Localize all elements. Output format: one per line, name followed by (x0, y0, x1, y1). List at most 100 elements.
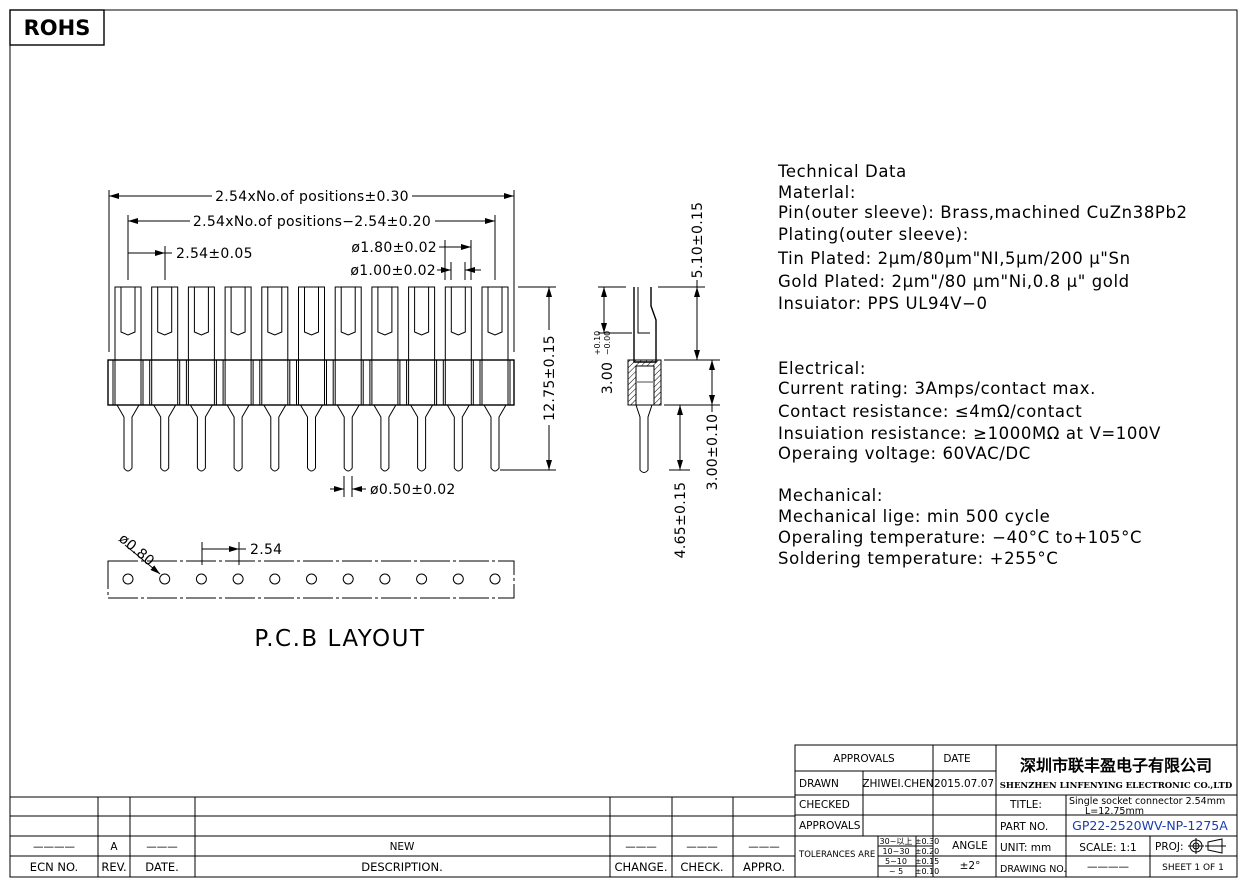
company-name-cn: 深圳市联丰盈电子有限公司 (1020, 756, 1212, 775)
title-line1: Single socket connector 2.54mm (1069, 796, 1225, 807)
pcb-hole (489, 573, 501, 585)
projection-label: PROJ: (1155, 841, 1184, 853)
rohs-label: ROHS (24, 16, 91, 40)
pin (479, 286, 511, 472)
rohs-badge: ROHS (9, 9, 105, 46)
dim-pin-diameter: ø0.50±0.02 (370, 482, 456, 498)
pcb-hole (452, 573, 464, 585)
date-header: DATE (943, 753, 970, 765)
pcb-hole (159, 573, 171, 585)
drawing-frame (9, 9, 1238, 878)
pcb-hole (379, 573, 391, 585)
revision-header: DATE. (145, 860, 179, 874)
tolerance-value: ±0.15 (915, 857, 940, 866)
pcb-hole (122, 573, 134, 585)
pin (112, 286, 144, 472)
revision-cell: ——— (748, 841, 780, 853)
tolerance-value: ±0.10 (915, 867, 940, 876)
approvals-label: APPROVALS (799, 820, 861, 832)
pcb-hole (416, 573, 428, 585)
tolerance-range: 5~10 (885, 857, 907, 866)
tech-line: Gold Plated: 2µm"/80 µm"Ni,0.8 µ" gold (778, 272, 1130, 291)
dim-hole-diameter: ø0.80 (115, 531, 157, 570)
tech-line: Operaing voltage: 60VAC/DC (778, 444, 1031, 463)
title-line2: L=12.75mm (1085, 806, 1144, 817)
revision-header: REV. (101, 860, 126, 874)
pin (332, 286, 364, 472)
drawing-no: ———— (1087, 861, 1129, 873)
company-name-en: SHENZHEN LINFENYING ELECTRONIC CO.,LTD (1000, 781, 1233, 791)
revision-header: DESCRIPTION. (361, 860, 443, 874)
pcb-hole (232, 573, 244, 585)
tech-line: Mechanical lige: min 500 cycle (778, 507, 1050, 526)
tech-line: Insuiator: PPS UL94V−0 (778, 294, 988, 313)
revision-cell: ——— (625, 841, 657, 853)
revision-header: APPRO. (743, 860, 785, 874)
dim-pitch: 2.54±0.05 (176, 246, 253, 262)
pcb-layout-title: P.C.B LAYOUT (254, 626, 425, 652)
tech-line: Plating(outer sleeve): (778, 225, 969, 244)
drawn-label: DRAWN (799, 778, 839, 790)
pin (406, 286, 438, 472)
dim-socket-tol-upper: +0.10 (593, 331, 602, 356)
title-label: TITLE: (1009, 799, 1042, 811)
angle-tolerance: ±2° (960, 860, 981, 872)
revision-cell: ——— (146, 841, 178, 853)
approvals-header: APPROVALS (833, 753, 895, 765)
dim-outer-diameter: ø1.80±0.02 (351, 240, 437, 256)
tolerance-value: ±0.20 (915, 847, 940, 856)
tolerance-range: 30~以上 (880, 837, 913, 846)
dim-body-height: 3.00±0.10 (705, 414, 721, 491)
revision-cell: ———— (33, 841, 75, 853)
front-view: 2.54xNo.of positions±0.30 2.54xNo.of pos… (107, 189, 558, 498)
scale: SCALE: 1:1 (1079, 842, 1136, 854)
part-no: GP22-2520WV-NP-1275A (1072, 818, 1228, 833)
insulator-body (107, 359, 515, 406)
pcb-hole (306, 573, 317, 585)
pin (259, 286, 291, 472)
tolerance-value: ±0.30 (915, 837, 940, 846)
pcb-hole (195, 573, 207, 585)
tolerance-range: ~ 5 (889, 867, 903, 876)
pin (369, 286, 401, 472)
dim-top-height: 5.10±0.15 (690, 202, 706, 279)
revision-header: CHECK. (680, 860, 723, 874)
revision-header: ECN NO. (30, 860, 78, 874)
drawn-by: ZHIWEI.CHEN (862, 778, 933, 790)
part-no-label: PART NO. (1000, 821, 1048, 833)
revision-table: ————A———NEW—————————ECN NO.REV.DATE.DESC… (9, 796, 796, 878)
tech-line: Insuiation resistance: ≥1000MΩ at V=100V (778, 424, 1161, 443)
drawing-no-label: DRAWING NO. (1000, 864, 1066, 875)
side-view: 3.00 +0.10 −0.00 5.10±0.15 3.00±0.10 4.6… (593, 202, 721, 559)
tolerances-label: TOLERANCES ARE (798, 850, 875, 860)
tech-line: Technical Data (777, 162, 907, 181)
tech-line: Tin Plated: 2µm/80µm"NI,5µm/200 µ"Sn (777, 249, 1131, 268)
pcb-hole (342, 573, 354, 585)
tolerance-range: 10~30 (882, 847, 909, 856)
tech-line: Soldering temperature: +255°C (778, 549, 1058, 568)
tech-line: Electrical: (778, 359, 866, 378)
checked-label: CHECKED (799, 799, 850, 811)
pin (442, 286, 474, 472)
unit: UNIT: mm (1000, 842, 1051, 854)
revision-cell: ——— (686, 841, 718, 853)
drawn-date: 2015.07.07 (934, 778, 994, 790)
revision-cell: NEW (390, 841, 415, 853)
tech-line: Operaling temperature: −40°C to+105°C (778, 528, 1142, 547)
angle-label: ANGLE (952, 840, 988, 852)
dim-pcb-pitch: 2.54 (250, 542, 282, 558)
third-angle-projection-icon (1188, 838, 1226, 854)
title-block: APPROVALS DATE DRAWN ZHIWEI.CHEN 2015.07… (794, 744, 1238, 878)
dim-socket-tol-lower: −0.00 (603, 331, 612, 356)
pcb-hole (269, 573, 281, 585)
tech-line: Mechanical: (778, 486, 883, 505)
pin (296, 286, 327, 472)
tech-line: Contact resistance: ≤4mΩ/contact (778, 402, 1082, 421)
dim-height: 12.75±0.15 (542, 335, 558, 421)
tech-line: Pin(outer sleeve): Brass,machined CuZn38… (778, 203, 1188, 222)
dim-inner-length: 2.54xNo.of positions−2.54±0.20 (193, 214, 431, 230)
pin (222, 286, 254, 472)
pin (185, 286, 217, 472)
